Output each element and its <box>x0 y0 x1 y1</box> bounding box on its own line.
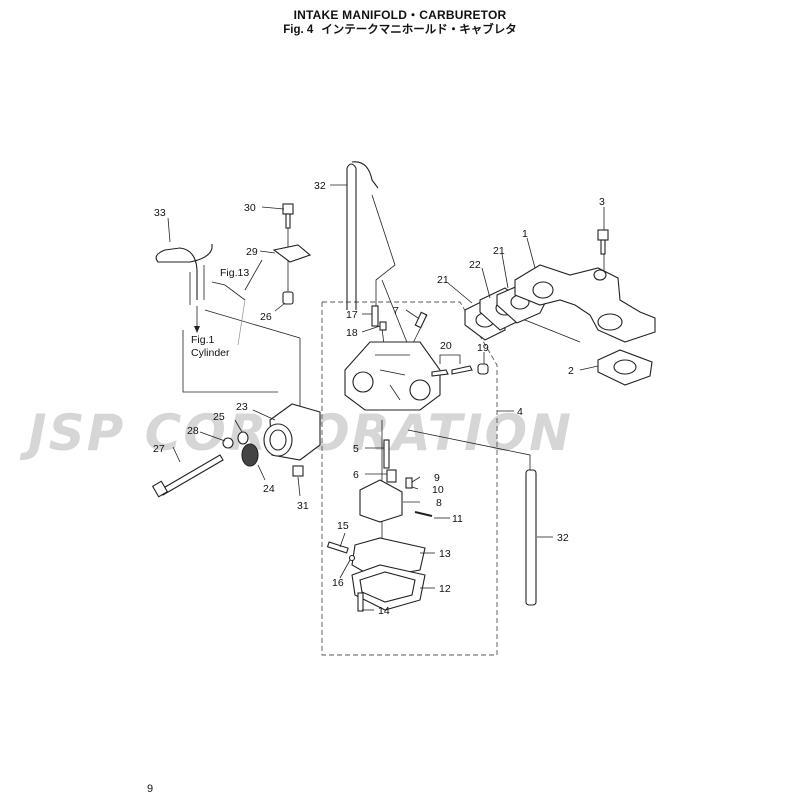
callout-30: 30 <box>244 202 256 214</box>
callout-10: 10 <box>432 484 444 496</box>
diagram-title: INTAKE MANIFOLD・CARBURETOR <box>293 8 507 22</box>
screw-14 <box>357 592 364 612</box>
figure-number: Fig. 4 <box>283 24 314 36</box>
screw-7 <box>414 311 428 329</box>
screws-20 <box>431 365 473 377</box>
pin-11 <box>414 511 433 517</box>
hose-33 <box>155 244 213 300</box>
callout-7: 7 <box>393 305 399 317</box>
plate-29 <box>272 244 312 263</box>
callout-3: 3 <box>599 196 605 208</box>
bolt-30 <box>282 203 294 215</box>
callout-6: 6 <box>353 469 359 481</box>
screw-17 <box>371 305 379 327</box>
washer-28 <box>222 437 234 449</box>
hose-32-lower <box>525 469 537 606</box>
callout-11: 11 <box>452 513 463 525</box>
callout-29: 29 <box>246 246 258 258</box>
intake-manifold-1 <box>514 264 656 343</box>
collar-25 <box>237 431 249 445</box>
callout-8: 8 <box>436 497 442 509</box>
hose-32-upper <box>346 163 357 310</box>
cap-19 <box>477 363 489 375</box>
callout-33: 33 <box>154 207 166 219</box>
callout-22: 22 <box>469 259 481 271</box>
note-cylinder: Cylinder <box>191 347 230 359</box>
note-fig13: Fig.13 <box>220 267 249 279</box>
collar-26 <box>282 291 294 305</box>
callout-16: 16 <box>332 577 344 589</box>
callout-19: 19 <box>477 342 489 354</box>
nut-31 <box>292 465 304 477</box>
pin-9 <box>405 477 413 489</box>
callout-17: 17 <box>346 309 358 321</box>
diagram-subtitle: Fig. 4 インテークマニホールド・キャブレタ <box>0 21 800 37</box>
callout-24: 24 <box>263 483 275 495</box>
callout-21-right: 21 <box>493 245 505 257</box>
callout-27: 27 <box>153 443 165 455</box>
callout-28: 28 <box>187 425 199 437</box>
callout-18: 18 <box>346 327 358 339</box>
callout-15: 15 <box>337 520 349 532</box>
callout-2: 2 <box>568 365 574 377</box>
leader-lines <box>167 184 605 611</box>
japanese-title: インテークマニホールド・キャブレタ <box>321 24 517 36</box>
ring-16 <box>348 554 356 562</box>
callout-12: 12 <box>439 583 451 595</box>
callout-32-upper: 32 <box>314 180 326 192</box>
callout-14: 14 <box>378 605 390 617</box>
callout-31: 31 <box>297 500 309 512</box>
screw-15 <box>326 541 349 554</box>
callout-13: 13 <box>439 548 451 560</box>
callout-25: 25 <box>213 411 225 423</box>
callout-9: 9 <box>434 472 440 484</box>
callout-26: 26 <box>260 311 272 323</box>
callout-23: 23 <box>236 401 248 413</box>
page-number: 9 <box>147 783 154 795</box>
spring-18 <box>379 321 387 331</box>
callout-5: 5 <box>353 443 359 455</box>
callout-4: 4 <box>517 406 523 418</box>
callout-1: 1 <box>522 228 528 240</box>
callout-21-left: 21 <box>437 274 449 286</box>
callout-labels: 1 2 3 4 5 6 7 8 9 10 11 12 13 14 15 16 1… <box>153 180 605 617</box>
callout-20: 20 <box>440 340 452 352</box>
bolt-3 <box>597 229 609 241</box>
callout-32-lower: 32 <box>557 532 569 544</box>
float-8 <box>359 479 403 523</box>
note-fig1: Fig.1 <box>191 334 215 346</box>
gasket-24 <box>241 443 259 467</box>
needle-5 <box>383 439 390 469</box>
seat-6 <box>386 469 397 483</box>
carburetor-assembly-boundary <box>321 301 498 656</box>
